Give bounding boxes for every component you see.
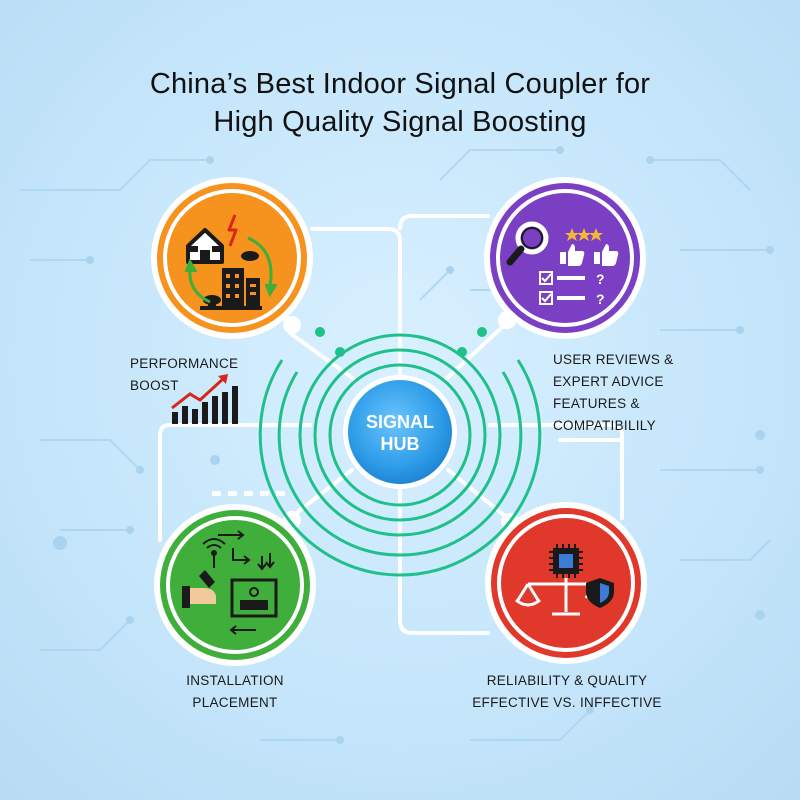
stars-icon	[565, 228, 603, 241]
checklist-icon: ? ?	[539, 271, 605, 307]
lightning-icon	[227, 214, 238, 247]
installation-circle	[154, 504, 316, 666]
ring-end-dots	[315, 327, 487, 357]
title-line-2: High Quality Signal Boosting	[213, 106, 587, 138]
thumbs-up-icon	[560, 244, 619, 266]
reliability-circle	[485, 502, 647, 664]
installation-label-line-2: PLACEMENT	[192, 695, 278, 710]
reviews-circle: ? ?	[484, 177, 646, 339]
reviews-label: USER REVIEWS & EXPERT ADVICE	[553, 349, 673, 393]
performance-label-line-2: BOOST	[130, 378, 179, 393]
background-circuit-traces	[20, 149, 771, 741]
magnifier-icon	[506, 221, 549, 266]
installation-label: INSTALLATION PLACEMENT	[180, 670, 290, 714]
performance-label: PERFORMANCE BOOST	[130, 353, 238, 397]
svg-text:?: ?	[596, 291, 605, 307]
reviews-label-line-1: USER REVIEWS &	[553, 352, 674, 367]
background-circuit-dots	[53, 146, 774, 744]
reviews-label-line-2: EXPERT ADVICE	[553, 374, 664, 389]
performance-circle	[151, 177, 313, 339]
house-icon	[186, 228, 224, 264]
hub-line-2: HUB	[381, 434, 420, 454]
reliability-label: RELIABILITY & QUALITY EFFECTIVE VS. INFF…	[472, 670, 662, 714]
shield-icon	[586, 578, 614, 608]
cycle-arrows-icon	[184, 236, 278, 304]
antenna-icon	[202, 538, 226, 568]
signal-hub: SIGNAL HUB	[343, 375, 457, 489]
reliability-label-line-2: EFFECTIVE VS. INFFECTIVE	[472, 695, 662, 710]
building-icon	[200, 268, 262, 310]
svg-text:?: ?	[596, 271, 605, 287]
features-label-line-1: FEATURES &	[553, 396, 640, 411]
router-icon	[203, 251, 259, 308]
growth-chart-icon	[171, 374, 238, 424]
performance-label-line-1: PERFORMANCE	[130, 356, 239, 371]
direction-arrows-icon	[218, 530, 275, 635]
title-line-1: China’s Best Indoor Signal Coupler for	[149, 68, 651, 100]
reliability-label-line-1: RELIABILITY & QUALITY	[486, 673, 648, 688]
dashed-connector	[212, 491, 285, 496]
hub-line-1: SIGNAL	[366, 412, 434, 432]
features-label-line-2: COMPATIBILILY	[553, 418, 656, 433]
installation-label-line-1: INSTALLATION	[186, 673, 284, 688]
wrench-hand-icon	[182, 570, 216, 608]
features-label: FEATURES & COMPATIBILILY	[553, 393, 656, 437]
chip-icon	[549, 544, 583, 578]
signal-rings	[258, 333, 542, 577]
tv-box-icon	[230, 578, 278, 618]
